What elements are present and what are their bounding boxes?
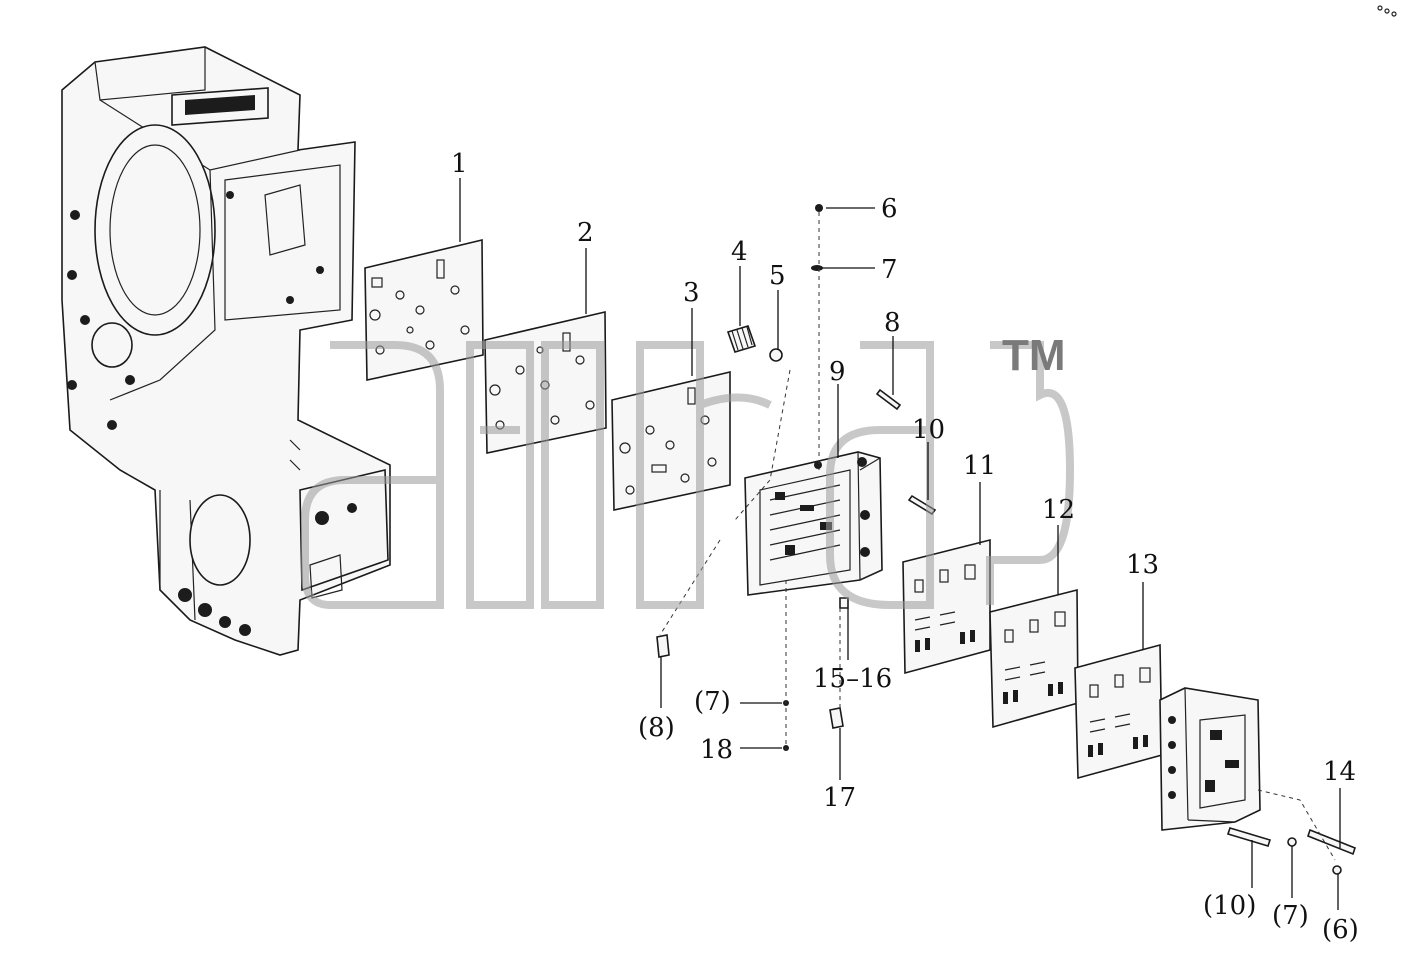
callout-5: 5 bbox=[769, 261, 786, 291]
assembly-lines bbox=[659, 212, 1336, 861]
callout-paren-10: (10) bbox=[1203, 891, 1256, 921]
bolt-14 bbox=[1307, 828, 1356, 856]
corner-marks bbox=[1377, 5, 1397, 17]
callout-17: 17 bbox=[823, 783, 856, 813]
ball-6 bbox=[815, 204, 823, 212]
callout-1: 1 bbox=[451, 149, 468, 179]
bolt-8 bbox=[875, 388, 902, 411]
ball-6-right bbox=[1332, 865, 1342, 875]
pin-15-16 bbox=[839, 597, 849, 609]
trademark-label: TM bbox=[1002, 331, 1066, 380]
callout-numbers: 1 2 3 4 5 6 7 8 9 10 11 12 13 14 15–16 1… bbox=[451, 149, 1359, 945]
plate-13 bbox=[1074, 643, 1163, 780]
callout-4: 4 bbox=[731, 237, 748, 267]
bolt-8-lower bbox=[656, 634, 670, 658]
plate-3 bbox=[611, 370, 731, 511]
callout-13: 13 bbox=[1126, 550, 1159, 580]
leader-lines bbox=[459, 178, 1341, 910]
callout-18: 18 bbox=[700, 735, 733, 765]
callout-paren-7-right: (7) bbox=[1272, 901, 1309, 931]
callout-3: 3 bbox=[683, 278, 700, 308]
callout-11: 11 bbox=[963, 451, 996, 481]
callout-paren-7-lower: (7) bbox=[694, 687, 731, 717]
washer-7 bbox=[811, 265, 823, 271]
callout-10: 10 bbox=[912, 415, 945, 445]
callout-15-16: 15–16 bbox=[813, 664, 892, 694]
plate-11 bbox=[902, 538, 991, 675]
callout-9: 9 bbox=[829, 357, 846, 387]
bolt-10-right bbox=[1226, 827, 1272, 847]
watermark: TM bbox=[301, 331, 1075, 609]
transmission-housing bbox=[61, 46, 391, 656]
callout-7: 7 bbox=[881, 255, 898, 285]
ball-5 bbox=[769, 348, 783, 362]
plate-1 bbox=[364, 238, 484, 381]
washer-7-right bbox=[1287, 837, 1297, 847]
callout-6: 6 bbox=[881, 194, 898, 224]
callout-12: 12 bbox=[1042, 495, 1075, 525]
callout-8: 8 bbox=[884, 308, 901, 338]
callout-paren-6: (6) bbox=[1322, 915, 1359, 945]
callout-paren-8: (8) bbox=[638, 713, 675, 743]
callout-14: 14 bbox=[1323, 757, 1356, 787]
valve-block-right bbox=[1159, 687, 1261, 831]
spring-4 bbox=[726, 325, 757, 353]
bolt-17 bbox=[829, 707, 844, 729]
plate-12 bbox=[989, 588, 1079, 729]
callout-2: 2 bbox=[577, 218, 594, 248]
valve-body-9 bbox=[744, 451, 883, 596]
